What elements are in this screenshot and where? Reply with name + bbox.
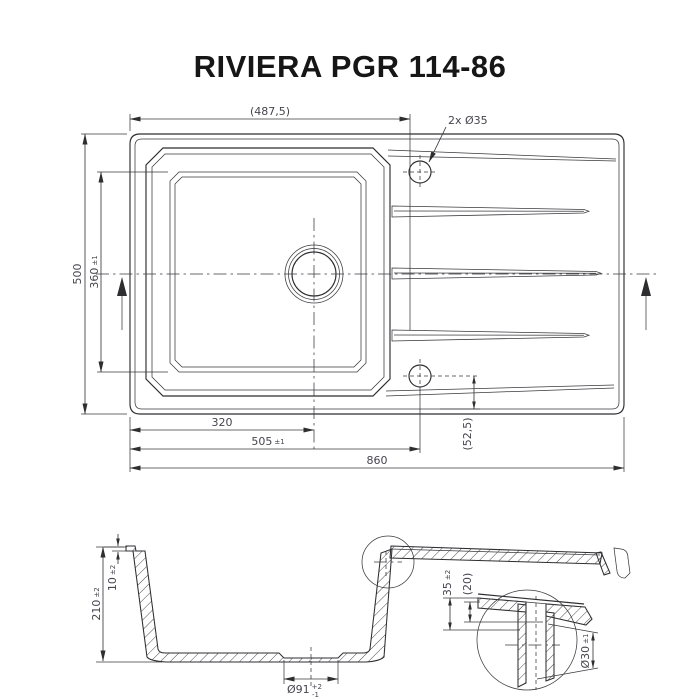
- dim-tap-holes-label: 2x Ø35: [448, 114, 488, 127]
- dim-width-total: 860: [129, 417, 625, 472]
- dim-rim-step-label: 10±2: [106, 565, 119, 591]
- drainer-board: [385, 149, 617, 397]
- dim-aux-label: (20): [461, 573, 474, 596]
- dim-bowl-height: 360±1: [88, 171, 168, 373]
- plan-outline: [129, 133, 625, 415]
- dim-drain-offset-label: 320: [212, 416, 233, 429]
- tap-hole-bottom: [403, 359, 480, 393]
- flow-arrow-left: [117, 277, 127, 330]
- dim-tap-holes: 2x Ø35: [428, 114, 488, 163]
- detail-view: 35±2 (20) Ø30±1: [441, 570, 599, 691]
- dim-bowl-height-label: 360±1: [88, 255, 101, 288]
- dim-drain-dia: Ø91+2-1: [283, 660, 339, 699]
- dim-hole-edge-label: (52,5): [461, 417, 474, 450]
- top-view: (487,5) 2x Ø35 500 360±1: [71, 105, 658, 472]
- section-body: [125, 545, 393, 663]
- detail-collar-left: [517, 603, 527, 688]
- dim-overflow-dia-label: Ø30±1: [579, 634, 592, 669]
- dim-aux: (20): [461, 573, 543, 623]
- detail-fan-circle: [476, 589, 578, 691]
- dim-drain-offset: 320: [129, 416, 315, 472]
- detail-collar-right: [545, 611, 555, 682]
- detail-circle-marker: [361, 535, 415, 589]
- section-view: 10±2 210±2 Ø91+2-1: [90, 534, 631, 699]
- dim-height-total: 500: [71, 133, 127, 415]
- dim-thickness: 35±2: [441, 570, 520, 631]
- dim-height-total-label: 500: [71, 264, 84, 285]
- drawing-title: RIVIERA PGR 114-86: [194, 49, 507, 84]
- dim-width-total-label: 860: [367, 454, 388, 467]
- dim-width-partial: (487,5): [129, 105, 411, 330]
- tap-hole-top: [403, 155, 437, 189]
- dim-rim-step: 10±2: [104, 534, 137, 591]
- bowl: [145, 147, 391, 397]
- dim-depth: 210±2: [90, 546, 162, 663]
- dim-drain-dia-label: Ø91+2-1: [287, 683, 322, 699]
- section-deck: [389, 545, 603, 565]
- section-far-edge: [613, 547, 631, 579]
- drainer-grooves: [391, 205, 603, 342]
- dim-holes-offset-label: 505±1: [251, 435, 284, 448]
- flow-arrow-right: [641, 277, 651, 330]
- section-deck-lip: [595, 551, 611, 576]
- dim-overflow-dia: Ø30±1: [536, 623, 599, 680]
- dim-thickness-label: 35±2: [441, 570, 454, 596]
- dim-width-partial-label: (487,5): [250, 105, 290, 118]
- dim-depth-label: 210±2: [90, 587, 103, 620]
- dim-holes-offset: 505±1: [129, 390, 421, 453]
- dim-hole-edge: (52,5): [440, 375, 480, 451]
